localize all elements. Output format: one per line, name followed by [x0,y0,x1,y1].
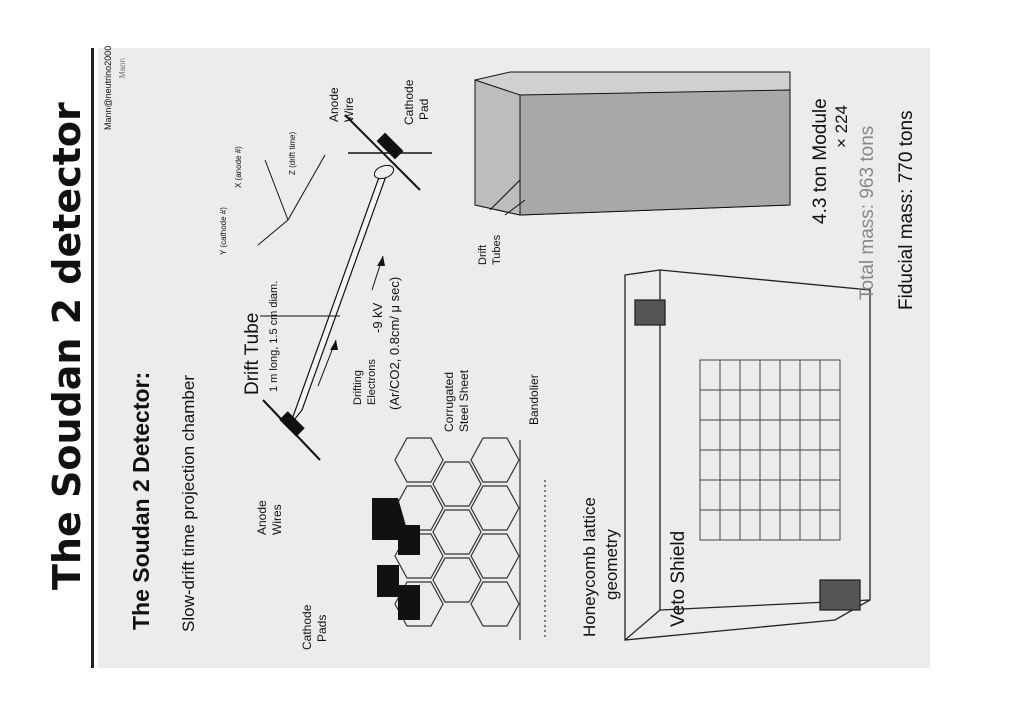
total-mass: Total mass: 963 tons [857,125,878,300]
fiducial-mass: Fiducial mass: 770 tons [896,110,917,310]
drifting-label-1: Drifting [352,370,364,405]
drift-tubes-label-2: Tubes [491,234,503,265]
axis-y-label: Y (cathode #) [219,207,228,255]
voltage-label: -9 kV [370,302,385,333]
module-caption: 4.3 ton Module [810,98,831,224]
section-heading: The Soudan 2 Detector: [128,371,154,630]
drift-tube-drawing [257,114,432,461]
cathode-pads-label-1: Cathode [300,604,314,650]
corrugated-label-1: Corrugated [442,371,456,432]
gas-label: (Ar/CO2, 0.8cm/ μ sec) [387,276,402,410]
source-stamp: Mann@neutrino2000 [103,45,113,130]
anode-wire-label-1: Anode [327,87,341,122]
drifting-label-2: Electrons [366,359,378,405]
module-drawing [474,71,791,216]
cathode-pads-label-2: Pads [315,614,329,642]
anode-wires-label-1: Anode [255,500,269,535]
drift-tube-dims: 1 m long, 1.5 cm diam. [268,280,280,392]
anode-wire-label-2: Wire [342,97,356,122]
title-divider [91,48,94,668]
section-subtitle: Slow-drift time projection chamber [179,375,198,632]
cathode-pad-label-1: Cathode [402,79,416,125]
page-title: The Soudan 2 detector [45,102,89,590]
axis-z-label: Z (drift time) [288,131,297,175]
axis-x-label: X (anode #) [234,146,243,188]
veto-shield-drawing [624,269,871,641]
source-stamp-small: Mann [118,57,127,78]
drift-tubes-label-1: Drift [477,244,489,265]
corrugated-label-2: Steel Sheet [457,369,471,432]
honeycomb-drawing [394,437,546,640]
cathode-pad-shapes [372,498,420,620]
veto-shield-label: Veto Shield [668,530,689,627]
drift-tube-label: Drift Tube [242,312,263,395]
bandolier-label: Bandolier [527,374,541,425]
anode-wires-label-2: Wires [270,504,284,535]
module-multiplier: × 224 [832,104,851,148]
honeycomb-caption-1: Honeycomb lattice [580,497,599,637]
honeycomb-caption-2: geometry [602,529,621,600]
cathode-pad-label-2: Pad [417,98,431,120]
